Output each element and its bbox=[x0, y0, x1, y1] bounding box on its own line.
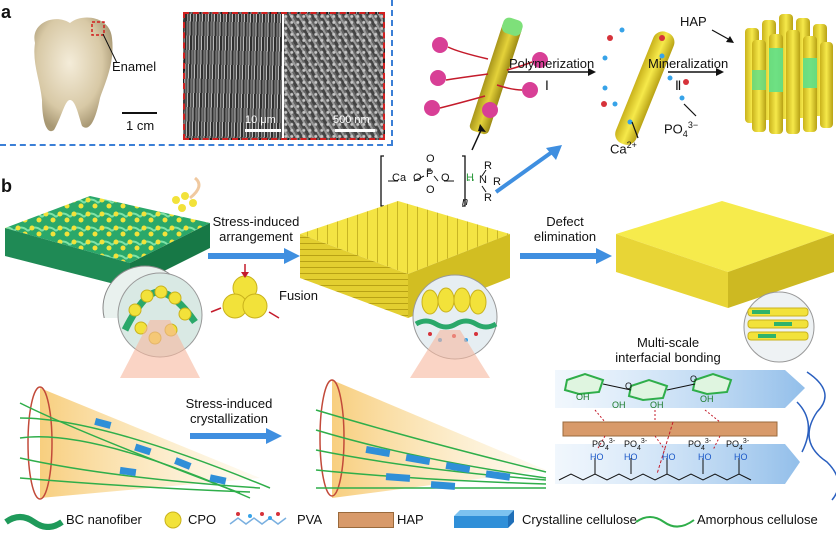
legend-pva: PVA bbox=[297, 512, 323, 527]
chem-o4: O bbox=[441, 172, 450, 184]
fusion-label: Fusion bbox=[279, 288, 319, 303]
chem-n-sub: n bbox=[462, 196, 469, 208]
interfacial-bonding-scheme bbox=[555, 370, 836, 501]
crystalline-bundle bbox=[315, 379, 547, 498]
legend-pva-swatch bbox=[229, 512, 287, 525]
oh-label-3: OH bbox=[650, 400, 664, 410]
stress-arrangement-label: Stress-induced arrangement bbox=[212, 214, 300, 244]
defect-elimination-label: Defect elimination bbox=[533, 214, 597, 244]
ho-label-1: HO bbox=[590, 452, 604, 462]
oh-label-4: OH bbox=[700, 394, 714, 404]
ho-label-2: HO bbox=[624, 452, 638, 462]
enamel-label: Enamel bbox=[112, 59, 157, 74]
legend-cpo-swatch bbox=[164, 511, 182, 529]
chem-ca: Ca bbox=[392, 172, 407, 184]
cpo-chemical-structure bbox=[380, 155, 487, 207]
legend-crystalline-cellulose: Crystalline cellulose bbox=[522, 512, 637, 527]
mineralization-scheme bbox=[424, 14, 833, 151]
oh-label-1: OH bbox=[576, 392, 590, 402]
dense-solid-block bbox=[616, 201, 834, 308]
step-two-label: Ⅱ bbox=[675, 78, 682, 93]
po4-label-4: PO43- bbox=[726, 438, 750, 452]
oh-label-2: OH bbox=[612, 400, 626, 410]
legend-amorphous-cellulose: Amorphous cellulose bbox=[697, 512, 818, 527]
ho-label-3: HO bbox=[662, 452, 676, 462]
legend-amorphous-swatch bbox=[635, 516, 695, 528]
crystallization-arrow bbox=[190, 428, 282, 444]
legend-hap-swatch bbox=[338, 512, 394, 528]
chem-h: H bbox=[466, 172, 474, 184]
interfacial-bonding-label: Multi-scale interfacial bonding bbox=[615, 335, 721, 365]
chem-r3: R bbox=[484, 192, 492, 204]
chem-o1: O bbox=[413, 172, 422, 184]
legend-bc-nanofiber-swatch bbox=[4, 514, 64, 530]
panel-label-a: a bbox=[1, 2, 12, 22]
zoom-cone-left bbox=[120, 320, 200, 378]
sem-right-image bbox=[282, 14, 383, 138]
legend-cpo: CPO bbox=[188, 512, 217, 527]
chem-p: P bbox=[426, 168, 434, 180]
ho-label-4: HO bbox=[698, 452, 712, 462]
chem-o3: O bbox=[426, 184, 435, 196]
polymerization-label: Polymerization bbox=[509, 56, 595, 71]
tooth-scale-label: 1 cm bbox=[126, 118, 155, 133]
cpo-particles bbox=[424, 37, 548, 118]
zoom-cone-middle bbox=[410, 330, 490, 378]
sem-left-scale-bar bbox=[245, 129, 281, 132]
link-arrow bbox=[494, 145, 562, 194]
chem-r1: R bbox=[484, 160, 492, 172]
defect-elimination-arrow bbox=[520, 248, 612, 264]
o-label-1: O bbox=[625, 381, 633, 391]
po4-label-1: PO43- bbox=[592, 438, 616, 452]
panel-a-frame bbox=[0, 0, 393, 146]
sem-left-image bbox=[185, 14, 284, 138]
stress-crystallization-label: Stress-induced crystallization bbox=[185, 396, 273, 426]
phosphate-ion-label: PO43− bbox=[664, 120, 699, 139]
o-label-2: O bbox=[690, 374, 698, 384]
chem-o2: O bbox=[426, 153, 435, 165]
fusion-cluster bbox=[210, 264, 280, 319]
tooth-photo bbox=[34, 17, 118, 132]
amorphous-bundle bbox=[19, 386, 271, 500]
interface-zoom-circle bbox=[743, 291, 815, 363]
sem-micrographs: 10 μm 500 nm bbox=[183, 12, 385, 140]
tooth-scale-bar bbox=[122, 112, 157, 114]
legend-hap: HAP bbox=[397, 512, 424, 527]
chem-r2: R bbox=[493, 176, 501, 188]
po4-label-2: PO43- bbox=[624, 438, 648, 452]
legend-crystalline-swatch bbox=[454, 510, 514, 528]
calcium-ion-label: Ca2+ bbox=[610, 140, 637, 157]
step-one-label: Ⅰ bbox=[545, 78, 549, 93]
po4-label-3: PO43- bbox=[688, 438, 712, 452]
sem-right-scale-label: 500 nm bbox=[333, 114, 370, 126]
hap-rod-bundle bbox=[745, 14, 833, 134]
chem-n: N bbox=[479, 174, 487, 186]
panel-label-b: b bbox=[1, 176, 12, 196]
sem-left-scale-label: 10 μm bbox=[245, 114, 276, 126]
legend-bc-nanofiber: BC nanofiber bbox=[66, 512, 142, 527]
mineralization-label: Mineralization bbox=[648, 56, 729, 71]
sem-right-scale-bar bbox=[335, 129, 375, 132]
hap-top-label: HAP bbox=[680, 14, 707, 29]
arrangement-arrow bbox=[208, 248, 300, 264]
ho-label-5: HO bbox=[734, 452, 748, 462]
